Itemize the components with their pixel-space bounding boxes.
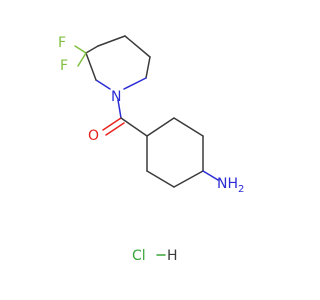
- atom-o: O: [88, 128, 99, 144]
- atom-n-ring: N: [111, 89, 121, 105]
- bond-f1-c: [74, 45, 87, 54]
- bond-c6-c7: [145, 56, 151, 79]
- atom-f2: F: [60, 58, 68, 74]
- structure-diagram: F F N O NH2 Cl H: [58, 35, 245, 264]
- bond-cy4: [173, 170, 204, 188]
- bond-c2-c3: [85, 52, 97, 81]
- bond-ring-nh2: [202, 170, 219, 181]
- molecule-drawing: F F N O NH2 Cl H: [58, 35, 244, 264]
- atom-nh2: NH2: [217, 176, 244, 195]
- bond-cy2: [173, 117, 204, 137]
- atom-f1: F: [58, 35, 66, 51]
- bond-c3-c4: [85, 45, 99, 54]
- bond-c-o-2: [105, 122, 125, 136]
- bond-cy1: [146, 117, 175, 137]
- bond-n-carbonyl: [117, 99, 122, 119]
- bond-c7-n: [123, 77, 147, 90]
- bond-n-c2: [95, 79, 111, 90]
- bond-c4-c5: [97, 35, 126, 47]
- bond-c5-c6: [124, 35, 151, 58]
- bond-cy5: [146, 170, 175, 188]
- atom-cl: Cl: [132, 248, 146, 264]
- bond-f2-c: [77, 52, 87, 67]
- bond-carbonyl-ring: [120, 117, 148, 137]
- bond-c-o-1: [102, 117, 122, 131]
- atom-h: H: [167, 248, 178, 264]
